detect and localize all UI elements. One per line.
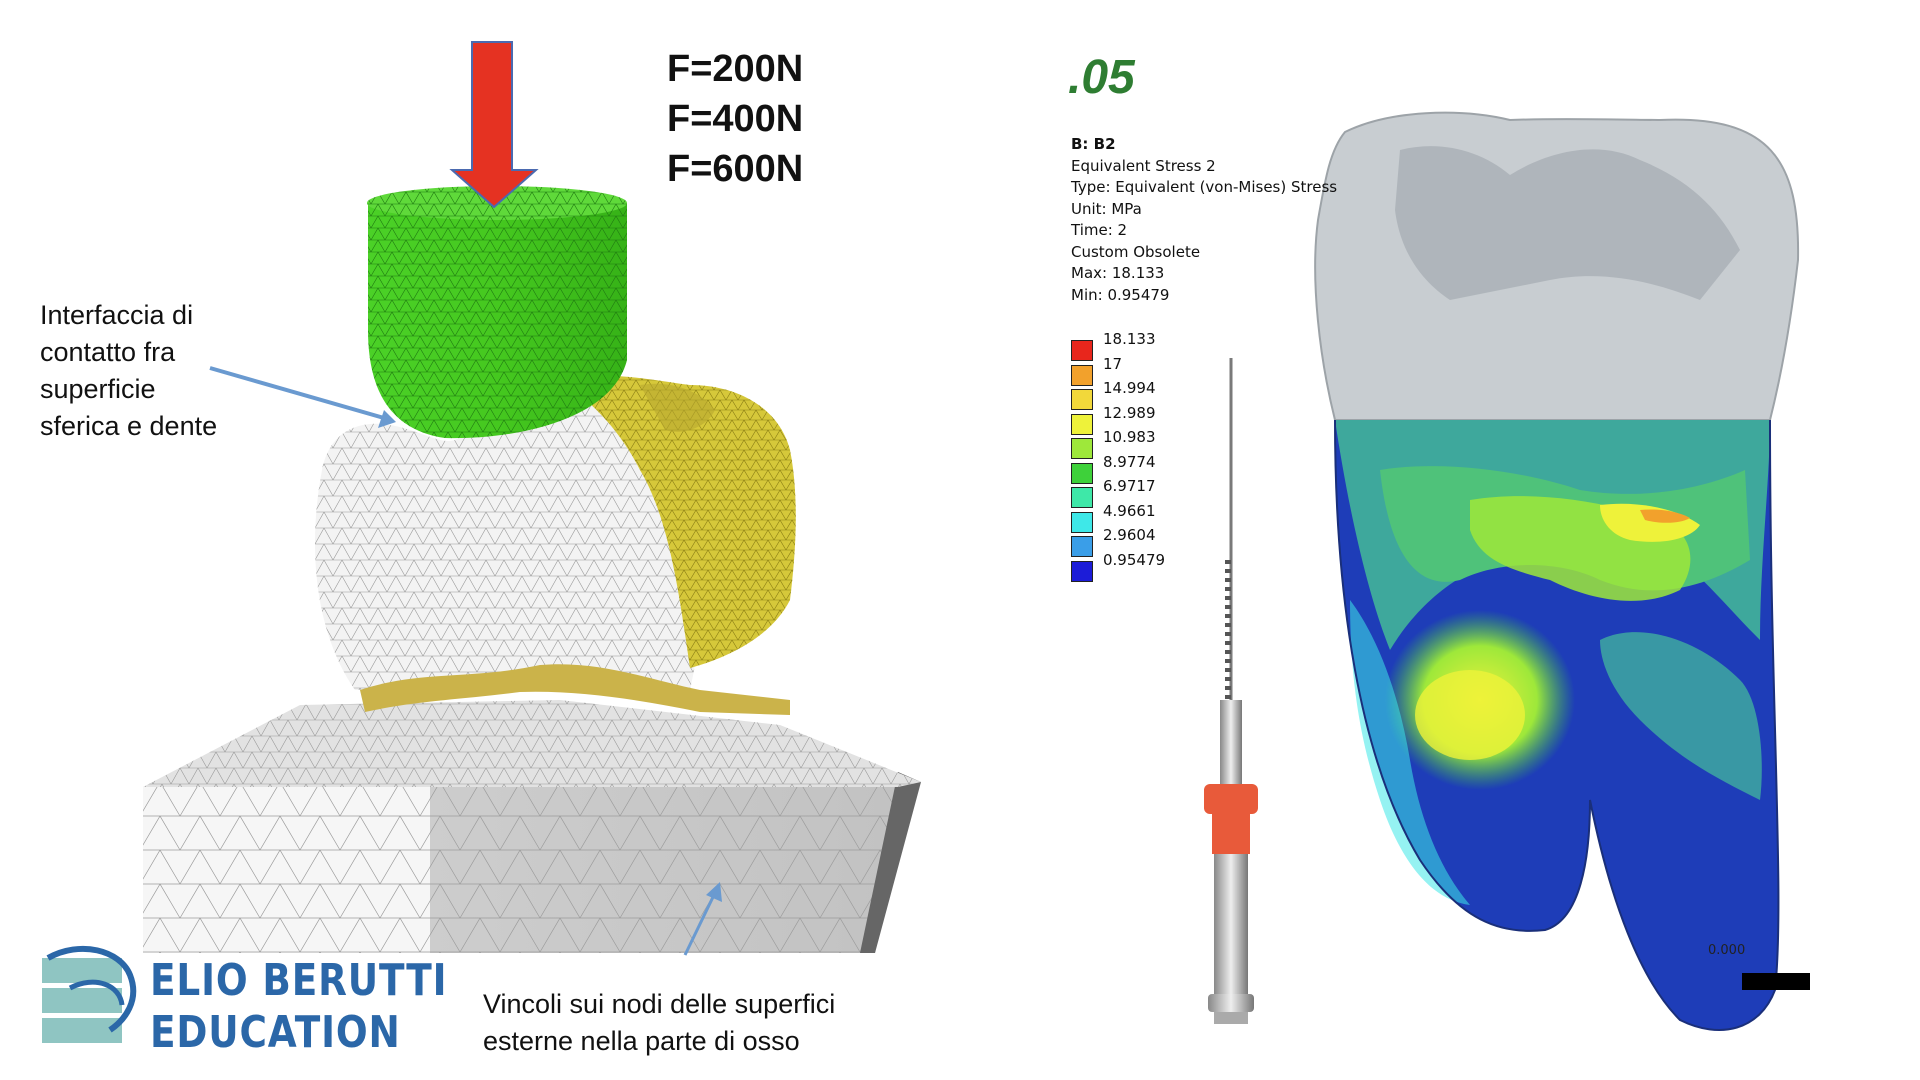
result-line: Min: 0.95479 — [1071, 285, 1170, 304]
annotation-line: sferica e dente — [40, 411, 218, 441]
legend-swatch — [1071, 560, 1093, 582]
legend-swatch — [1071, 536, 1093, 557]
annotation-line: Interfaccia di — [40, 300, 194, 330]
annotation-line: contatto fra — [40, 337, 176, 367]
legend-label: 10.983 — [1103, 428, 1156, 446]
force-values: F=200N F=400N F=600N — [667, 44, 803, 194]
legend-label: 18.133 — [1103, 330, 1156, 348]
spherical-indenter — [367, 186, 627, 439]
legend-swatch — [1071, 413, 1093, 435]
result-title: B: B2 — [1071, 135, 1116, 153]
annotation-line: esterne nella parte di osso — [483, 1026, 800, 1056]
legend-swatch — [1071, 438, 1093, 459]
result-line: Time: 2 — [1071, 221, 1128, 239]
force-value: F=600N — [667, 148, 804, 190]
legend-label: 4.9661 — [1103, 501, 1156, 520]
logo-line: EDUCATION — [150, 1007, 401, 1058]
result-line: Equivalent Stress 2 — [1071, 156, 1216, 175]
legend-swatch — [1071, 364, 1093, 386]
scale-label: 0.000 — [1708, 943, 1746, 958]
bone-block — [143, 700, 921, 953]
legend-label: 12.989 — [1103, 403, 1156, 422]
legend-label: 14.994 — [1103, 379, 1156, 397]
legend-label: 17 — [1103, 354, 1123, 373]
annotation-line: superficie — [40, 374, 156, 404]
constraint-pointer — [683, 882, 722, 956]
endodontic-file — [1204, 358, 1258, 1024]
contact-pointer — [209, 366, 396, 428]
result-line: Max: 18.133 — [1071, 264, 1165, 282]
legend-label: 6.9717 — [1103, 477, 1156, 495]
legend-swatch — [1071, 389, 1093, 410]
legend-label: 8.9774 — [1103, 452, 1156, 471]
constraints-annotation: Vincoli sui nodi delle superfici esterne… — [483, 986, 835, 1060]
force-value: F=200N — [667, 48, 804, 90]
legend-label: 2.9604 — [1103, 526, 1156, 544]
logo-mark — [42, 945, 137, 1043]
contact-annotation: Interfaccia di contatto fra superficie s… — [40, 297, 217, 445]
tooth-stress-model — [1314, 111, 1800, 1031]
result-line: Unit: MPa — [1071, 199, 1142, 218]
legend-swatch — [1071, 462, 1093, 484]
scale-bar — [1742, 973, 1810, 990]
file-taper-label: .05 — [1068, 51, 1135, 104]
result-info-block: B: B2 Equivalent Stress 2 Type: Equivale… — [1071, 134, 1337, 306]
tooth-crown — [314, 371, 790, 715]
legend-label: 0.95479 — [1103, 550, 1166, 569]
legend-swatch — [1071, 340, 1093, 361]
result-line: Custom Obsolete — [1071, 242, 1201, 261]
logo-line: ELIO BERUTTI — [150, 955, 448, 1006]
restoration — [560, 375, 796, 668]
annotation-line: Vincoli sui nodi delle superfici — [483, 989, 836, 1019]
legend-swatch — [1071, 511, 1093, 533]
legend-swatch — [1071, 487, 1093, 508]
result-line: Type: Equivalent (von-Mises) Stress — [1071, 178, 1338, 196]
force-value: F=400N — [667, 98, 804, 140]
load-arrow — [449, 41, 539, 209]
logo-wordmark: ELIO BERUTTI EDUCATION — [150, 955, 500, 1059]
